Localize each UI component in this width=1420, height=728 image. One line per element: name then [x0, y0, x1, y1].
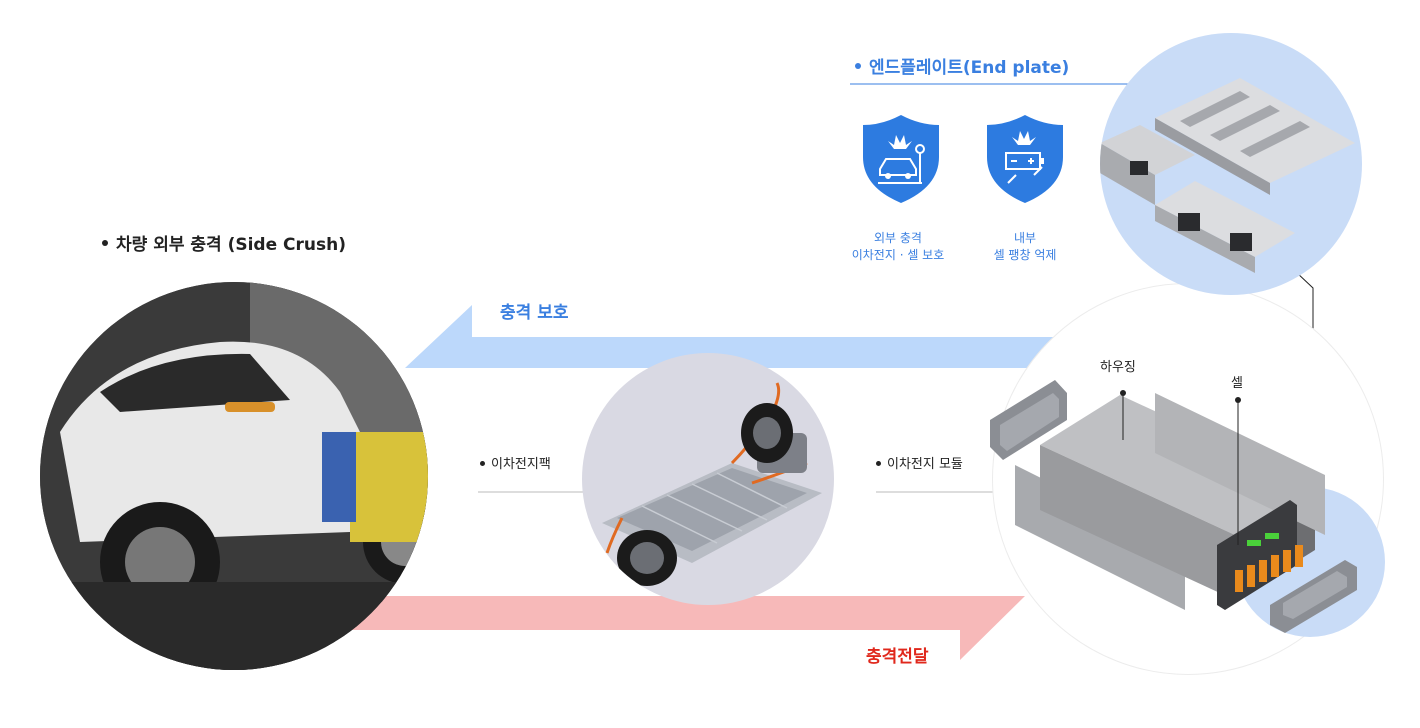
- impact-transfer-label: 충격전달: [866, 647, 929, 667]
- side-crush-image: [40, 282, 428, 670]
- protect-arrow: [405, 305, 1075, 368]
- bullet-icon: [102, 240, 108, 246]
- impact-protection-label: 충격 보호: [500, 303, 569, 323]
- bullet-icon: [480, 461, 485, 466]
- battery-pack-image: [582, 353, 834, 605]
- side-crush-title: 차량 외부 충격 (Side Crush): [102, 230, 346, 255]
- housing-label: 하우징: [1100, 360, 1136, 375]
- battery-module-image: [990, 380, 1357, 633]
- feature-caption-external: 외부 충격 이차전지 · 셀 보호: [851, 231, 945, 262]
- end-plate-title: 엔드플레이트(End plate): [855, 53, 1069, 78]
- bullet-icon: [855, 63, 861, 69]
- battery-shield-icon: [984, 113, 1066, 205]
- car-impact-shield-icon: [860, 113, 942, 205]
- battery-pack-label: 이차전지팩: [480, 453, 551, 472]
- feature-caption-internal: 내부 셀 팽창 억제: [993, 231, 1057, 262]
- end-plate-image: [1100, 33, 1362, 295]
- transfer-arrow: [340, 596, 1025, 660]
- cell-label: 셀: [1231, 376, 1243, 391]
- bullet-icon: [876, 461, 881, 466]
- battery-module-label: 이차전지 모듈: [876, 453, 963, 472]
